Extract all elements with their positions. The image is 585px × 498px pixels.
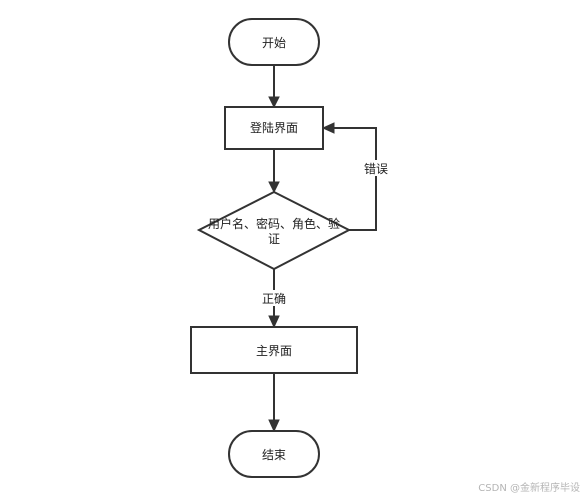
node-verify-label-line1: 用户名、密码、角色、验 [208, 216, 340, 231]
edge-label-error-text: 错误 [364, 162, 388, 176]
arrowhead-icon [321, 122, 335, 134]
node-login[interactable]: 登陆界面 [224, 106, 324, 150]
arrowhead-icon [268, 419, 280, 433]
edge-verify-to-login-error [321, 122, 377, 231]
node-login-label: 登陆界面 [250, 120, 298, 135]
edge-label-correct-text: 正确 [262, 292, 286, 306]
edge-start-to-login [268, 65, 280, 109]
node-verify[interactable]: 用户名、密码、角色、验 证 [196, 190, 352, 271]
node-end-label: 结束 [262, 448, 286, 462]
node-verify-label-line2: 证 [268, 232, 280, 246]
node-main-label: 主界面 [256, 344, 292, 358]
watermark-text: CSDN @金新程序毕设 [478, 481, 580, 494]
edge-main-to-end [268, 373, 280, 433]
node-end[interactable]: 结束 [228, 430, 320, 478]
node-start[interactable]: 开始 [228, 18, 320, 66]
node-start-label: 开始 [262, 36, 286, 50]
edge-login-to-verify [268, 149, 280, 194]
arrowhead-icon [268, 315, 280, 329]
arrowhead-icon [268, 96, 280, 109]
node-main[interactable]: 主界面 [190, 326, 358, 374]
edge-label-error: 错误 [362, 160, 390, 176]
arrowhead-icon [268, 181, 280, 194]
edge-label-correct: 正确 [260, 290, 288, 306]
